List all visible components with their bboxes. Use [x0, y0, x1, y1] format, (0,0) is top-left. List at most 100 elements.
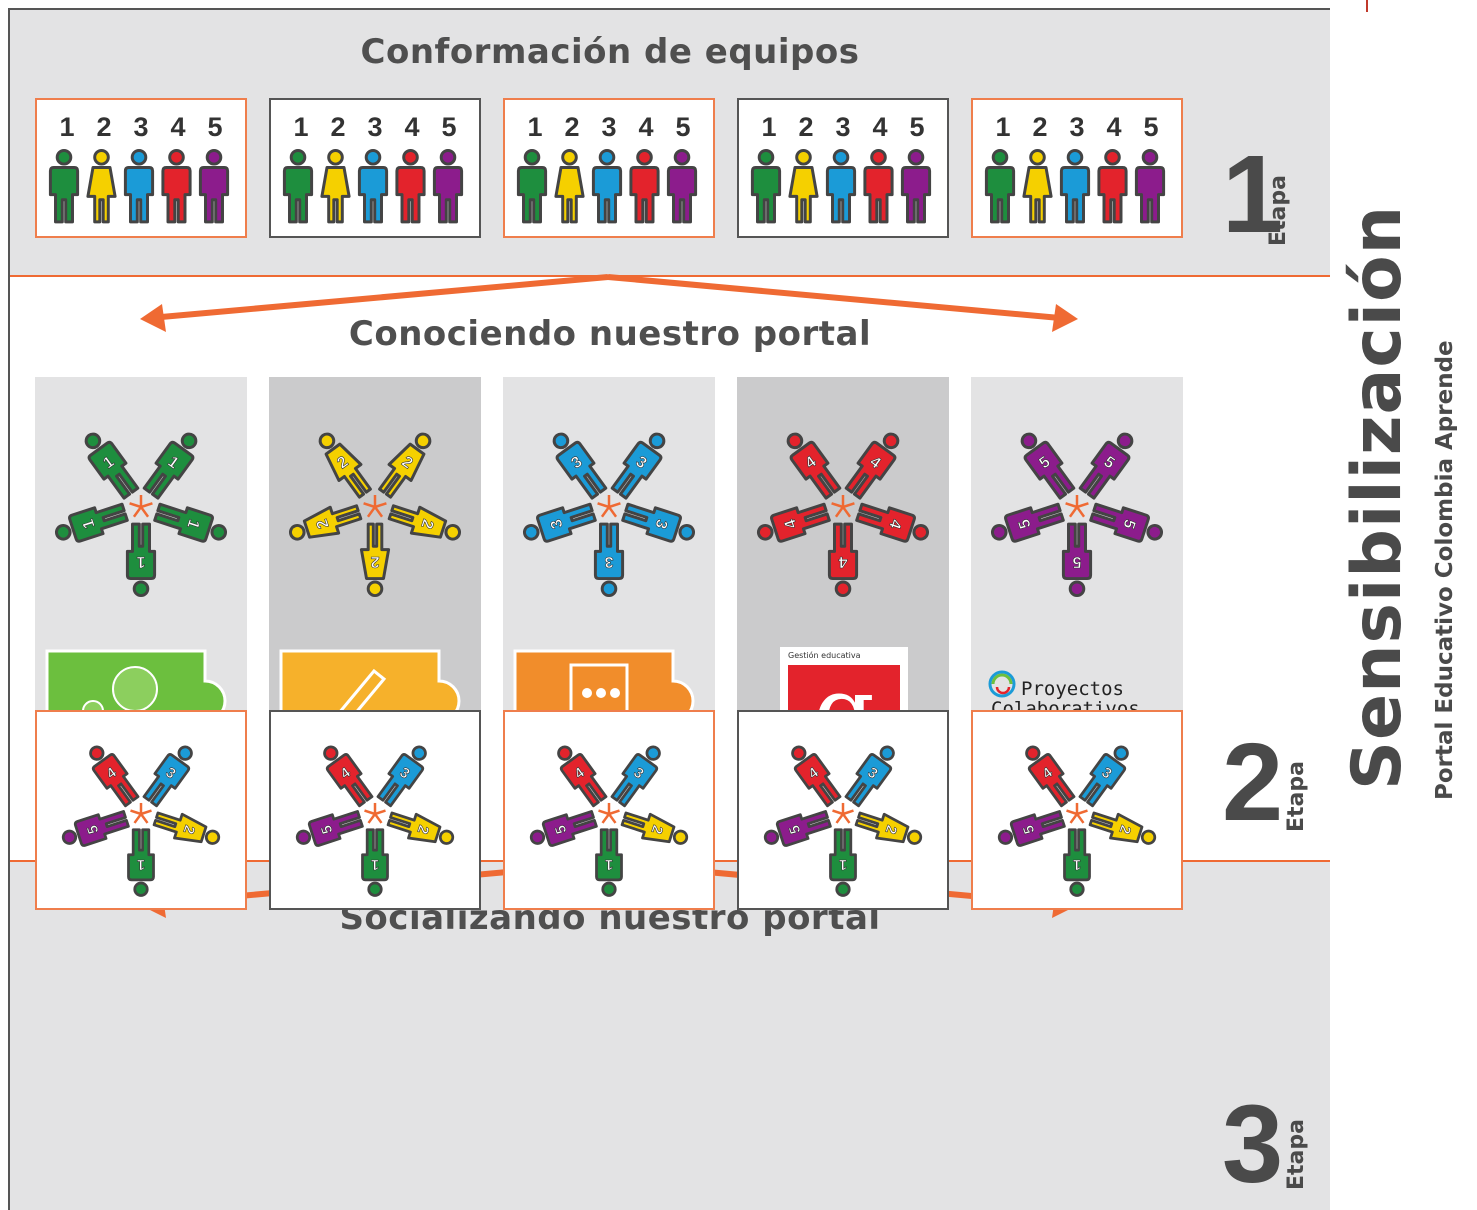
member-number: 5 — [441, 112, 457, 142]
team-member-figure: 2 — [359, 522, 391, 598]
team-member-figure — [1059, 148, 1091, 224]
stage2-arrows — [140, 274, 1078, 332]
center-star — [364, 802, 386, 824]
team-member-figure: 2 — [385, 497, 465, 549]
member-number: 1 — [527, 112, 543, 142]
team-member-figure — [516, 148, 548, 224]
team-member-figure: 2 — [384, 805, 458, 853]
svg-text:1: 1 — [137, 856, 145, 872]
team-member-figure: 3 — [593, 522, 625, 598]
team-people — [48, 148, 230, 224]
svg-text:5: 5 — [1072, 553, 1081, 570]
team-member-figure: 1 — [151, 497, 231, 549]
corner-tick — [1366, 0, 1368, 12]
side-subtitle: Portal Educativo Colombia Aprende — [1432, 340, 1458, 800]
team-member-figure — [282, 148, 314, 224]
team-member-figure: 3 — [619, 497, 699, 549]
team-member-figure: 4 — [840, 425, 908, 503]
center-star — [130, 802, 152, 824]
team-member-figure — [863, 148, 894, 224]
member-number: 4 — [872, 112, 888, 142]
team-member-figure: 4 — [827, 522, 859, 598]
team-member-figure — [198, 148, 230, 224]
center-star — [597, 495, 621, 518]
team-member-figure: 1 — [127, 828, 155, 897]
team-member-figure: 5 — [1087, 497, 1167, 549]
member-number: 3 — [133, 112, 149, 142]
team-member-figure: 5 — [994, 805, 1068, 853]
team-member-figure: 1 — [829, 828, 857, 897]
team-member-figure: 2 — [285, 497, 365, 549]
svg-text:1: 1 — [136, 553, 145, 570]
team-member-figure — [629, 148, 660, 224]
member-number: 4 — [404, 112, 420, 142]
team-member-figure: 2 — [852, 805, 926, 853]
team-member-figure — [666, 148, 698, 224]
member-number: 1 — [293, 112, 309, 142]
team-member-figure: 1 — [76, 425, 144, 503]
team-member-figure — [554, 148, 585, 224]
team-member-figure: 1 — [125, 522, 157, 598]
team-member-figure: 3 — [840, 739, 903, 811]
member-number: 1 — [761, 112, 777, 142]
team-member-figure: 3 — [519, 497, 599, 549]
team-member-figure: 4 — [778, 425, 846, 503]
center-star — [363, 495, 387, 518]
team-member-figure: 1 — [361, 828, 389, 897]
svg-text:1: 1 — [1073, 856, 1081, 872]
team-member-figure: 1 — [1063, 828, 1091, 897]
team-member-figure: 4 — [753, 497, 833, 549]
member-number: 2 — [1032, 112, 1048, 142]
team-member-figure: 4 — [549, 739, 612, 811]
stage2-etapa: Etapa — [1284, 761, 1309, 832]
team-member-figure: 3 — [1074, 739, 1137, 811]
team-member-figure: 3 — [606, 739, 669, 811]
team-member-figure: 5 — [1074, 425, 1142, 503]
team-member-figure — [86, 148, 117, 224]
stage1-etapa: Etapa — [1266, 175, 1291, 246]
team-member-figure — [395, 148, 426, 224]
team-member-figure — [1134, 148, 1166, 224]
team-people — [750, 148, 932, 224]
team-member-figure: 5 — [760, 805, 834, 853]
member-number: 5 — [675, 112, 691, 142]
stage1-number: 1 — [1222, 133, 1284, 256]
side-title: Sensibilización — [1338, 204, 1417, 790]
member-number: 3 — [601, 112, 617, 142]
member-number: 3 — [1069, 112, 1085, 142]
team-member-figure: 5 — [292, 805, 366, 853]
team-member-figure: 3 — [606, 425, 674, 503]
team-member-figure: 4 — [853, 497, 933, 549]
team-member-figure: 4 — [1017, 739, 1080, 811]
proyectos-label-line1: Proyectos — [1021, 678, 1124, 700]
team-member-figure — [984, 148, 1016, 224]
team-member-figure: 5 — [987, 497, 1067, 549]
center-star — [598, 802, 620, 824]
team-member-figure — [750, 148, 782, 224]
member-number: 5 — [909, 112, 925, 142]
team-member-figure — [825, 148, 857, 224]
team-member-figure: 2 — [618, 805, 692, 853]
svg-text:2: 2 — [370, 553, 379, 570]
team-member-figure — [357, 148, 389, 224]
team-member-figure — [900, 148, 932, 224]
team-member-figure: 1 — [595, 828, 623, 897]
team-member-figure — [48, 148, 80, 224]
team-member-figure: 1 — [51, 497, 131, 549]
center-star — [1065, 495, 1089, 518]
team-member-figure: 3 — [544, 425, 612, 503]
team-member-figure — [1097, 148, 1128, 224]
